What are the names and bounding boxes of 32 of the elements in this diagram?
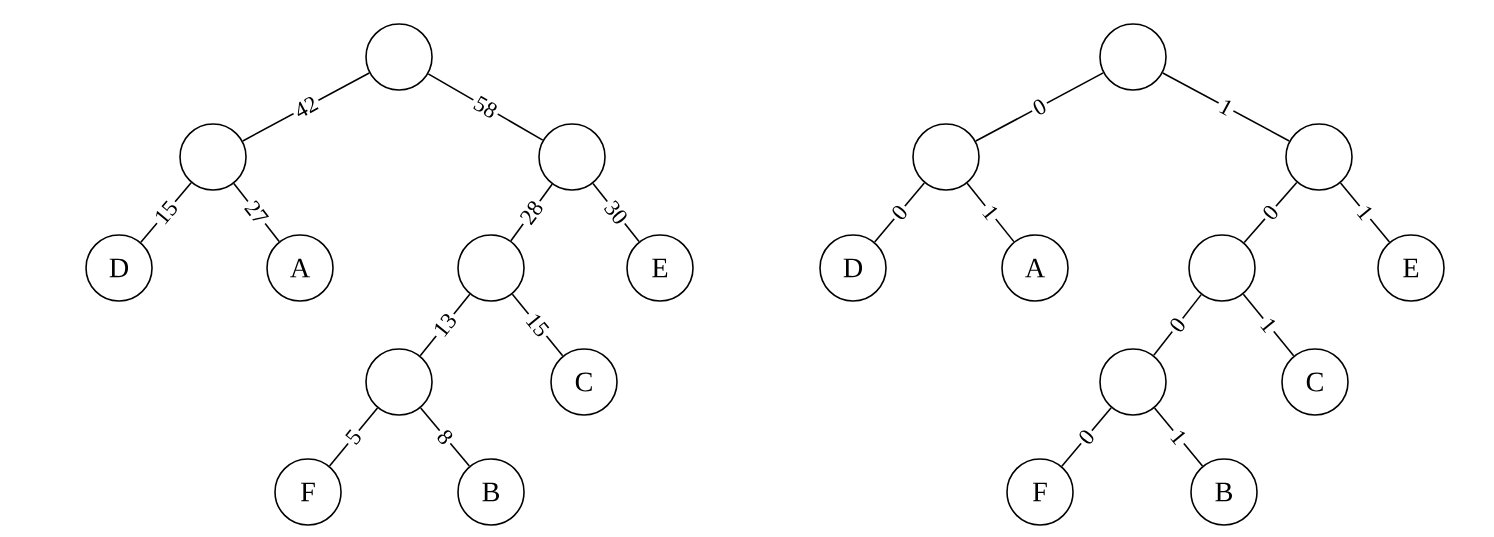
- empty-circle: [1099, 348, 1167, 416]
- tree-edge: [975, 72, 1104, 142]
- edge-label: 15: [149, 195, 183, 230]
- empty-circle: [1285, 123, 1353, 191]
- empty-circle: [457, 234, 525, 302]
- edge-label: 0: [1257, 199, 1284, 226]
- empty-circle: [538, 123, 606, 191]
- edge-label: 0: [1164, 312, 1191, 338]
- edge-label: 1: [1165, 424, 1192, 450]
- empty-circle: [1099, 23, 1167, 91]
- edge-label: 1: [1213, 94, 1239, 120]
- edge-label: 27: [239, 195, 274, 230]
- edge-label: 0: [886, 199, 913, 226]
- edge-label: 1: [1255, 312, 1282, 338]
- edge-label: 8: [431, 423, 459, 450]
- edge-label: 15: [520, 307, 555, 343]
- edge-label: 0: [1027, 93, 1052, 121]
- empty-circle: [365, 23, 433, 91]
- edge-label: 28: [514, 195, 549, 230]
- edge-label: 58: [468, 91, 503, 123]
- empty-circle: [912, 123, 980, 191]
- empty-circle: [1188, 234, 1256, 302]
- edge-label: 13: [428, 307, 462, 343]
- edge-label: 30: [599, 195, 633, 230]
- edge-label: 1: [977, 199, 1004, 226]
- empty-circle: [179, 123, 247, 191]
- empty-circle: [365, 348, 433, 416]
- edge-label: 1: [1351, 199, 1379, 226]
- edge-label: 5: [340, 424, 367, 450]
- tree-edge: [1162, 72, 1291, 142]
- edge-label: 0: [1073, 423, 1100, 451]
- edge-label: 42: [288, 91, 324, 123]
